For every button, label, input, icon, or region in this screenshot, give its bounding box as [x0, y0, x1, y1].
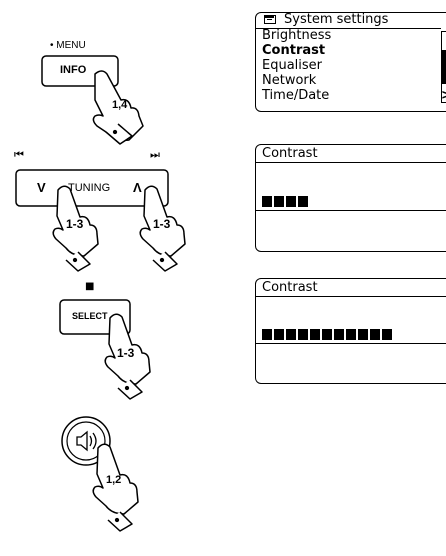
contrast-segment: [370, 329, 380, 340]
menu-item-network[interactable]: Network: [262, 73, 317, 88]
contrast-level-fill: [262, 329, 394, 348]
contrast-segment: [286, 329, 296, 340]
select-button-label: SELECT: [72, 311, 108, 321]
lcd-contrast-low: Contrast: [255, 144, 446, 252]
info-button-label: INFO: [60, 64, 87, 76]
menu-caption: • MENU: [50, 40, 86, 51]
screen-title: System settings: [284, 12, 389, 27]
stop-icon: ■: [85, 281, 95, 292]
contrast-level-bar: [256, 326, 446, 344]
menu-list-icon: [264, 15, 276, 24]
menu-item-equaliser[interactable]: Equaliser: [262, 58, 323, 73]
step-label: 1,4: [112, 99, 128, 111]
hand-pointer-icon: [92, 70, 144, 145]
contrast-segment: [310, 329, 320, 340]
contrast-segment: [262, 196, 272, 207]
hand-pointer-icon: [104, 313, 151, 400]
screen-title: Contrast: [262, 146, 318, 161]
lcd-contrast-high: Contrast: [255, 278, 446, 384]
contrast-segment: [358, 329, 368, 340]
contrast-level-fill: [262, 196, 310, 215]
lcd-system-settings: System settings Brightness Contrast Equa…: [255, 12, 446, 112]
hand-pointer-icon: [139, 185, 186, 272]
step-label: 1-3: [66, 217, 84, 231]
hand-pointer-icon: [92, 443, 139, 532]
screen-title-bar: Contrast: [256, 145, 446, 163]
tuning-up-glyph[interactable]: Λ: [133, 180, 142, 195]
skip-back-icon: ⏮: [14, 148, 24, 161]
speaker-icon: [76, 430, 97, 452]
hand-pointer-icon: [52, 185, 99, 272]
contrast-segment: [334, 329, 344, 340]
contrast-segment: [262, 329, 272, 340]
screen-title-bar: Contrast: [256, 279, 446, 297]
submenu-arrow: >: [441, 89, 446, 103]
menu-item-time-date[interactable]: Time/Date: [262, 88, 330, 103]
scrollbar-thumb[interactable]: [442, 50, 446, 84]
scrollbar[interactable]: [441, 31, 446, 103]
tuning-label: TUNING: [68, 182, 111, 194]
skip-forward-icon: ⏭: [150, 148, 160, 161]
contrast-segment: [322, 329, 332, 340]
tuning-button[interactable]: [15, 169, 169, 207]
tuning-down-glyph[interactable]: V: [37, 180, 46, 195]
menu-item-brightness[interactable]: Brightness: [262, 28, 332, 43]
screen-title: Contrast: [262, 280, 318, 295]
contrast-segment: [346, 329, 356, 340]
contrast-segment: [274, 196, 284, 207]
step-label: 1-3: [117, 346, 135, 360]
screen-title-bar: System settings: [256, 13, 441, 29]
contrast-segment: [274, 329, 284, 340]
contrast-segment: [286, 196, 296, 207]
menu-item-contrast[interactable]: Contrast: [262, 43, 326, 58]
contrast-segment: [298, 196, 308, 207]
contrast-segment: [382, 329, 392, 340]
contrast-level-bar: [256, 193, 446, 211]
step-label: 1,2: [106, 474, 122, 486]
step-label: 1-3: [153, 217, 171, 231]
contrast-segment: [298, 329, 308, 340]
